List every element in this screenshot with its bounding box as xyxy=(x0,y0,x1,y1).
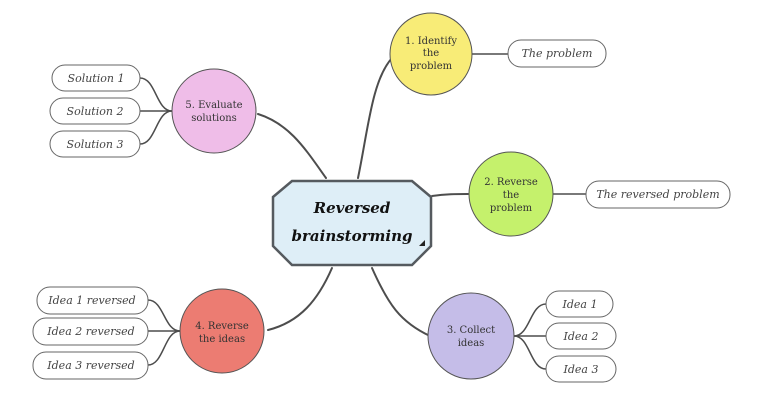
topic-identify-label-line1: 1. Identify xyxy=(405,36,457,47)
connector-evaluate xyxy=(257,113,327,179)
leaf-the-problem-label: The problem xyxy=(522,47,593,60)
leaf-solution-3[interactable]: Solution 3 xyxy=(49,130,141,158)
connector-collect xyxy=(371,267,431,337)
topic-evaluate-label-line1: 5. Evaluate xyxy=(185,100,242,111)
connectors xyxy=(257,57,469,337)
central-node-label-line2: brainstorming xyxy=(292,227,413,245)
topic-identify[interactable]: 1. Identify the problem xyxy=(389,12,473,96)
leaf-reversed-problem-box xyxy=(585,180,731,209)
leaf-solution-3-label: Solution 3 xyxy=(67,138,124,151)
leaf-idea-3-reversed-box xyxy=(32,351,149,380)
topic-reverse-problem-label-line3: problem xyxy=(490,203,533,214)
central-node[interactable]: Reversed brainstorming xyxy=(271,179,433,267)
leaf-idea-3-reversed[interactable]: Idea 3 reversed xyxy=(32,351,149,380)
central-node-shape xyxy=(271,179,433,267)
topic-reverse-problem-label-line2: the xyxy=(503,190,519,201)
leaf-solution-2-box xyxy=(49,97,141,125)
leaf-solution-1-label: Solution 1 xyxy=(68,72,125,85)
leaf-connector-idea-3-reversed xyxy=(147,330,181,366)
connector-identify xyxy=(357,57,393,179)
leaf-connector-idea-1-reversed xyxy=(147,299,181,332)
leaf-solution-3-box xyxy=(49,130,141,158)
leaf-the-problem-box xyxy=(507,39,607,68)
topic-reverse-problem[interactable]: 2. Reverse the problem xyxy=(468,151,554,237)
topic-identify-label-line3: problem xyxy=(410,61,453,72)
leaf-reversed-problem[interactable]: The reversed problem xyxy=(585,180,731,209)
leaf-idea-1-label: Idea 1 xyxy=(562,298,598,311)
leaf-idea-1[interactable]: Idea 1 xyxy=(545,290,614,318)
connector-reverse-problem xyxy=(431,193,469,197)
leaf-the-problem[interactable]: The problem xyxy=(507,39,607,68)
leaf-idea-1-box xyxy=(545,290,614,318)
leaf-idea-2-reversed[interactable]: Idea 2 reversed xyxy=(32,317,149,346)
leaf-reversed-problem-label: The reversed problem xyxy=(596,188,719,201)
topic-reverse-problem-label-line1: 2. Reverse xyxy=(484,177,538,188)
leaf-solution-2-label: Solution 2 xyxy=(67,105,124,118)
topic-reverse-ideas-label-line2: the ideas xyxy=(199,334,245,345)
leaf-connector-solution-1 xyxy=(139,77,173,112)
leaf-idea-2-reversed-label: Idea 2 reversed xyxy=(46,325,134,338)
leaf-idea-3-reversed-label: Idea 3 reversed xyxy=(46,359,134,372)
leaf-idea-2-reversed-box xyxy=(32,317,149,346)
topic-reverse-ideas[interactable]: 4. Reverse the ideas xyxy=(179,288,265,374)
topic-collect[interactable]: 3. Collect ideas xyxy=(427,292,515,380)
topic-evaluate-circle xyxy=(171,68,257,154)
leaf-connector-idea-3 xyxy=(513,335,547,370)
connector-reverse-ideas xyxy=(267,267,333,331)
leaf-idea-3-box xyxy=(545,355,617,383)
expand-corner-icon xyxy=(419,240,425,246)
topic-collect-label-line1: 3. Collect xyxy=(447,325,495,336)
topic-evaluate-label-line2: solutions xyxy=(191,113,237,124)
topic-identify-circle xyxy=(389,12,473,96)
leaf-connector-solution-3 xyxy=(139,110,173,145)
leaf-idea-3-label: Idea 3 xyxy=(563,363,599,376)
topic-identify-label-line2: the xyxy=(423,48,439,59)
leaf-idea-2-box xyxy=(545,322,617,350)
leaf-solution-1-box xyxy=(51,64,141,92)
topic-reverse-ideas-label-line1: 4. Reverse xyxy=(195,321,249,332)
leaf-idea-3[interactable]: Idea 3 xyxy=(545,355,617,383)
central-node-label-line1: Reversed xyxy=(313,199,391,217)
leaf-idea-1-reversed[interactable]: Idea 1 reversed xyxy=(36,286,149,315)
leaf-idea-1-reversed-box xyxy=(36,286,149,315)
leaf-idea-2-label: Idea 2 xyxy=(563,330,599,343)
topic-collect-circle xyxy=(427,292,515,380)
leaf-idea-2[interactable]: Idea 2 xyxy=(545,322,617,350)
topic-reverse-problem-circle xyxy=(468,151,554,237)
topic-collect-label-line2: ideas xyxy=(458,338,485,349)
leaf-idea-1-reversed-label: Idea 1 reversed xyxy=(47,294,135,307)
leaf-solution-1[interactable]: Solution 1 xyxy=(51,64,141,92)
leaf-solution-2[interactable]: Solution 2 xyxy=(49,97,141,125)
leaf-connector-idea-1 xyxy=(513,303,547,337)
leaf-connectors xyxy=(139,53,586,370)
topic-evaluate[interactable]: 5. Evaluate solutions xyxy=(171,68,257,154)
topic-reverse-ideas-circle xyxy=(179,288,265,374)
